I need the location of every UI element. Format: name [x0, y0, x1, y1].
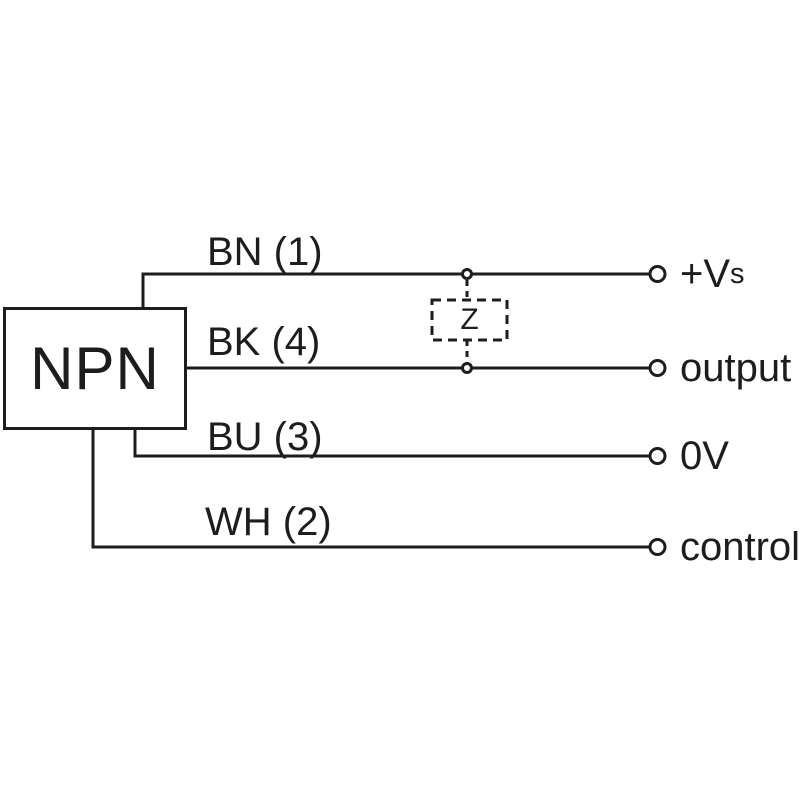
wire-wh	[91, 429, 650, 549]
wire-label-wh: WH (2)	[205, 500, 332, 544]
impedance-label: Z	[460, 303, 479, 336]
wire-label-bu: BU (3)	[207, 415, 323, 459]
wire-label-bn: BN (1)	[207, 230, 323, 274]
terminal-label-0v: 0V	[680, 434, 729, 478]
terminal-circle-vs	[648, 265, 667, 283]
device-type-label: NPN	[30, 334, 160, 402]
junction-node-bk	[461, 362, 473, 374]
junction-node-bn	[461, 268, 473, 280]
terminal-circle-0v	[648, 447, 667, 465]
terminal-label-control: control	[680, 525, 800, 569]
wire-bn	[141, 272, 650, 308]
wire-label-bk: BK (4)	[207, 320, 321, 364]
device-box	[3, 307, 187, 430]
terminal-label-output: output	[680, 346, 792, 390]
impedance-box	[430, 298, 509, 342]
terminal-circle-control	[648, 538, 667, 556]
terminal-circle-output	[648, 359, 667, 377]
wire-bu	[133, 429, 650, 458]
